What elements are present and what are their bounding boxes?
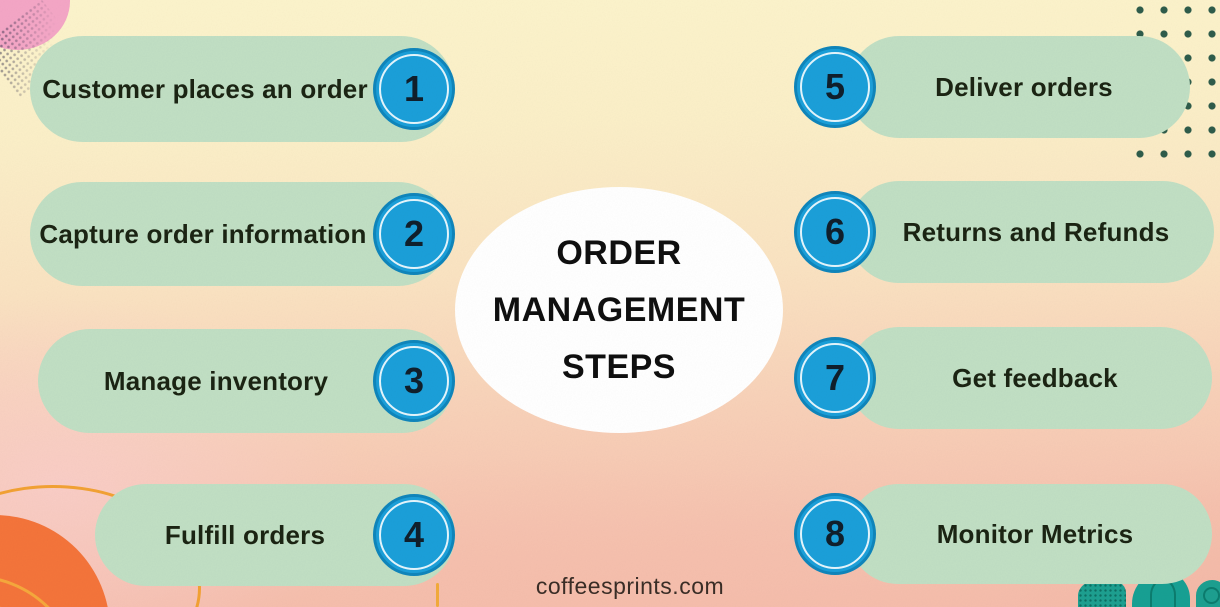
step-pill-7: Get feedback [848, 327, 1212, 429]
teal-plant-decoration [1196, 580, 1220, 607]
step-number: 5 [824, 66, 846, 107]
page-title-line: MANAGEMENT [492, 290, 746, 329]
title-ellipse: ORDER MANAGEMENT STEPS [455, 187, 783, 433]
step-number: 8 [824, 513, 846, 554]
step-pill-8: Monitor Metrics [848, 484, 1212, 584]
step-number: 3 [403, 360, 425, 401]
step-label: Get feedback [952, 362, 1118, 393]
step-label: Fulfill orders [164, 519, 326, 550]
step-label: Returns and Refunds [902, 216, 1170, 247]
orange-line-decoration [436, 583, 439, 607]
step-number-badge-5: 5 [794, 46, 876, 128]
step-number: 2 [403, 213, 425, 254]
step-number-badge-8: 8 [794, 493, 876, 575]
step-number: 1 [403, 68, 425, 109]
step-pill-6: Returns and Refunds [848, 181, 1214, 283]
step-pill-5: Deliver orders [848, 36, 1190, 138]
step-label: Customer places an order [42, 73, 368, 104]
step-number: 7 [824, 357, 846, 398]
step-number-badge-7: 7 [794, 337, 876, 419]
step-number-badge-1: 1 [373, 48, 455, 130]
step-number: 6 [824, 211, 846, 252]
step-number-badge-2: 2 [373, 193, 455, 275]
step-label: Monitor Metrics [936, 518, 1134, 549]
page-title-line: ORDER [556, 233, 682, 272]
website-watermark: coffeesprints.com [535, 573, 725, 599]
step-label: Deliver orders [935, 71, 1113, 102]
step-label: Capture order information [39, 218, 367, 249]
orange-arc-decoration [0, 602, 54, 607]
orange-arc-decoration [0, 575, 81, 607]
step-label: Manage inventory [103, 365, 329, 396]
step-number: 4 [403, 514, 425, 555]
step-number-badge-3: 3 [373, 340, 455, 422]
orange-blob-decoration [0, 515, 110, 607]
step-number-badge-6: 6 [794, 191, 876, 273]
page-title-line: STEPS [562, 347, 676, 386]
step-number-badge-4: 4 [373, 494, 455, 576]
